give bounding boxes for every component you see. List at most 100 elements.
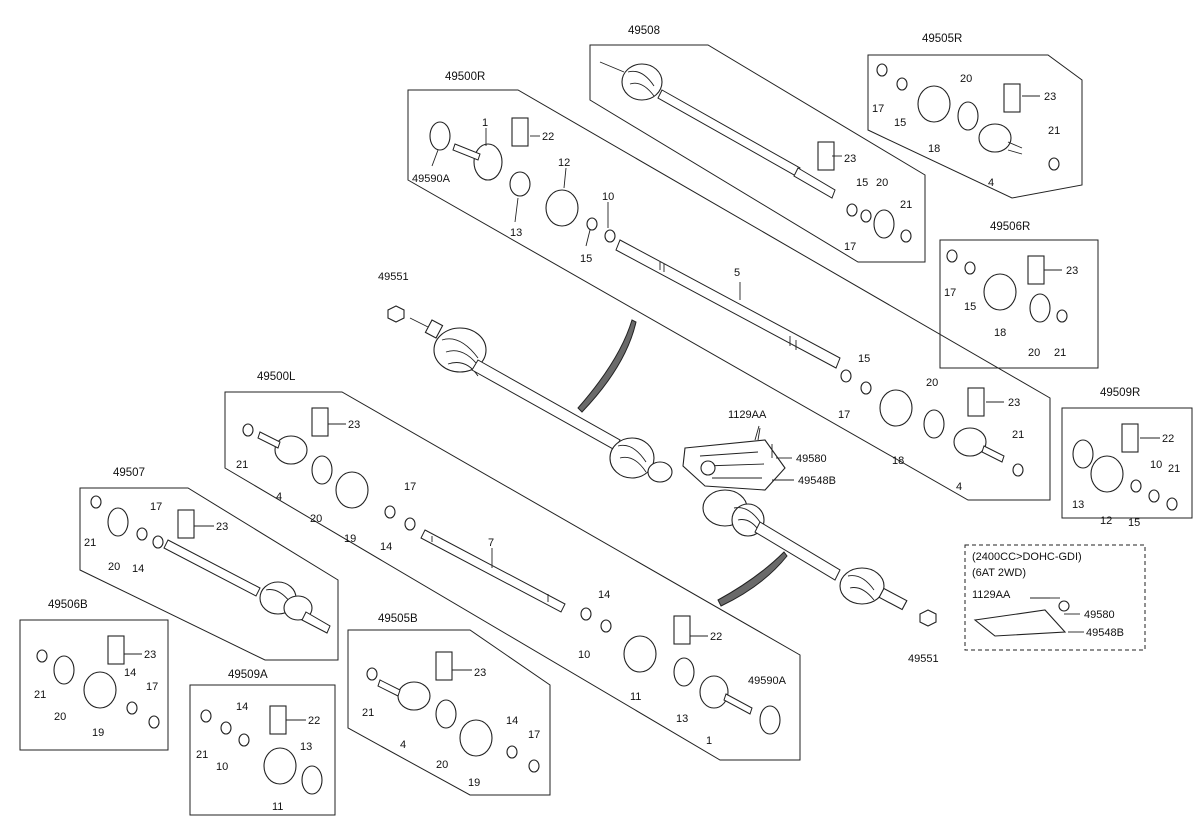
nut-49551-upper [387, 305, 405, 323]
label-22: 22 [542, 131, 554, 143]
sweep-arc-upper [577, 319, 637, 413]
label-23: 23 [1044, 91, 1056, 103]
label-12: 12 [558, 157, 570, 169]
group-frame-49509R [1061, 407, 1193, 519]
rings-and-clamps [36, 63, 1178, 795]
label-11: 11 [630, 691, 641, 703]
label-23: 23 [348, 419, 360, 431]
grease-22-49509R [1121, 423, 1139, 453]
label-23: 23 [216, 521, 228, 533]
boot-19-49500L [335, 471, 369, 509]
grease-23-49505R [1003, 83, 1021, 113]
label-10: 10 [216, 761, 228, 773]
shaft-49508 [599, 61, 836, 199]
shaft-part-5 [615, 239, 841, 369]
group-title-49509A: 49509A [228, 669, 268, 681]
label-17: 17 [528, 729, 540, 741]
boot-18-49500R [879, 389, 913, 427]
label-21: 21 [1012, 429, 1024, 441]
variant-box [964, 544, 1146, 651]
label-20: 20 [108, 561, 120, 573]
label-14: 14 [236, 701, 248, 713]
label-4: 4 [988, 177, 994, 189]
label-21: 21 [34, 689, 46, 701]
group-title-49505R: 49505R [922, 33, 962, 45]
label-20: 20 [876, 177, 888, 189]
group-title-49508: 49508 [628, 25, 660, 37]
label-12: 12 [1100, 515, 1112, 527]
group-title-49506R: 49506R [990, 221, 1030, 233]
label-49580: 49580 [1084, 609, 1115, 621]
label-13: 13 [676, 713, 688, 725]
boot-18-49506R [983, 273, 1017, 311]
boot-12-49509R [1090, 455, 1124, 493]
label-22: 22 [710, 631, 722, 643]
label-49551: 49551 [908, 653, 939, 665]
label-20: 20 [436, 759, 448, 771]
label-49580: 49580 [796, 453, 827, 465]
group-frame-49505R [867, 54, 1083, 199]
label-21: 21 [196, 749, 208, 761]
label-17: 17 [844, 241, 856, 253]
group-title-49506B: 49506B [48, 599, 88, 611]
label-21: 21 [1048, 125, 1060, 137]
label-20: 20 [960, 73, 972, 85]
grease-22-49500L [673, 615, 691, 645]
grease-22-49500R [511, 117, 529, 147]
cv-joint-4-49505B [377, 679, 431, 711]
label-15: 15 [858, 353, 870, 365]
label-21: 21 [900, 199, 912, 211]
group-title-49500L: 49500L [257, 371, 296, 383]
group-frame-49500R [407, 89, 1051, 501]
shaft-part-7 [420, 529, 566, 613]
variant-parts [973, 597, 1070, 637]
label-17: 17 [150, 501, 162, 513]
label-11: 11 [272, 801, 283, 813]
label-49551: 49551 [378, 271, 409, 283]
cv-joint-4-49500L [257, 431, 308, 465]
label-18: 18 [928, 143, 940, 155]
main-axle-lower [702, 489, 908, 611]
label-14: 14 [506, 715, 518, 727]
group-frame-49506R [939, 239, 1099, 369]
cv-joint-1-49500R [452, 143, 503, 181]
label-1: 1 [706, 735, 712, 747]
cv-joint-4-49500R [953, 427, 1005, 463]
label-19: 19 [92, 727, 104, 739]
group-title-49500R: 49500R [445, 71, 485, 83]
label-14: 14 [124, 667, 136, 679]
label-15: 15 [580, 253, 592, 265]
label-13: 13 [1072, 499, 1084, 511]
group-title-49507: 49507 [113, 467, 145, 479]
label-20: 20 [310, 513, 322, 525]
label-17: 17 [838, 409, 850, 421]
variant-note-line1: (2400CC>DOHC-GDI) [972, 551, 1082, 563]
label-4: 4 [400, 739, 406, 751]
cv-joint-1-49500L [699, 675, 753, 715]
cv-joint-4-49505R [978, 123, 1023, 155]
label-15: 15 [964, 301, 976, 313]
group-frame-49505B [347, 629, 551, 796]
label-4: 4 [276, 491, 282, 503]
boot-19-49505B [459, 719, 493, 757]
label-17: 17 [944, 287, 956, 299]
boot-18-49505R [917, 85, 951, 123]
group-title-49505B: 49505B [378, 613, 418, 625]
label-22: 22 [308, 715, 320, 727]
label-49590A: 49590A [748, 675, 787, 687]
label-17: 17 [146, 681, 158, 693]
label-49548B: 49548B [1086, 627, 1124, 639]
label-23: 23 [1008, 397, 1020, 409]
label-15: 15 [894, 117, 906, 129]
nut-49551-lower [919, 609, 937, 627]
label-21: 21 [1168, 463, 1180, 475]
label-19: 19 [344, 533, 356, 545]
label-21: 21 [236, 459, 248, 471]
label-23: 23 [474, 667, 486, 679]
label-10: 10 [578, 649, 590, 661]
label-15: 15 [856, 177, 868, 189]
label-17: 17 [404, 481, 416, 493]
label-23: 23 [844, 153, 856, 165]
label-23: 23 [144, 649, 156, 661]
